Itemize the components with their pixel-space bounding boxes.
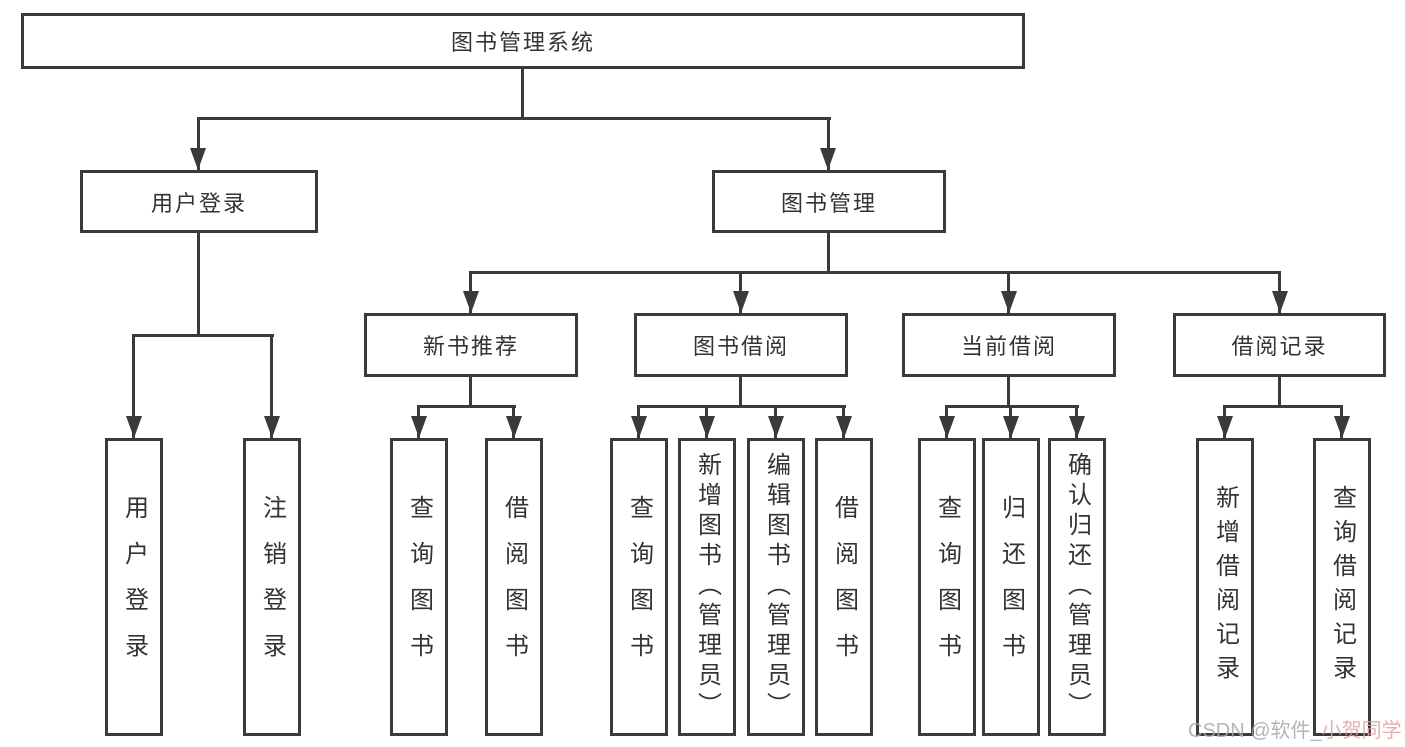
leaf-label: 新增图书（管理员） (693, 452, 721, 722)
watermark: CSDN @软件_小贺同学 (1188, 714, 1402, 743)
arrow-down-icon (768, 416, 784, 438)
leaf-label: 编辑图书（管理员） (762, 452, 790, 722)
arrow-down-icon (1001, 291, 1017, 313)
connector-line (1007, 377, 1010, 408)
leaf-user-login: 用户登录 (105, 438, 163, 736)
leaf-label: 查询图书 (405, 495, 433, 679)
arrow-down-icon (836, 416, 852, 438)
leaf-query-books: 查询图书 (918, 438, 976, 736)
node-borrowing-records: 借阅记录 (1173, 313, 1386, 377)
leaf-label: 用户登录 (120, 495, 148, 679)
node-label: 图书借阅 (692, 334, 789, 359)
connector-line (197, 233, 200, 337)
connector-line (132, 334, 135, 438)
leaf-add-borrow-record: 新增借阅记录 (1196, 438, 1254, 736)
leaf-label: 查询图书 (625, 495, 653, 679)
arrow-down-icon (1003, 416, 1019, 438)
node-label: 借阅记录 (1231, 334, 1328, 359)
connector-line (827, 233, 830, 274)
node-current-borrowing: 当前借阅 (902, 313, 1116, 377)
arrow-down-icon (190, 148, 206, 170)
node-label: 用户登录 (150, 190, 247, 216)
arrow-down-icon (1334, 416, 1350, 438)
node-new-book-recommendation: 新书推荐 (364, 313, 578, 377)
arrow-down-icon (1272, 291, 1288, 313)
leaf-label: 新增借阅记录 (1211, 485, 1239, 689)
node-book-borrowing: 图书借阅 (634, 313, 848, 377)
leaf-label: 查询图书 (933, 495, 961, 679)
connector-line (946, 405, 1079, 408)
arrow-down-icon (506, 416, 522, 438)
leaf-label: 借阅图书 (830, 495, 858, 679)
leaf-borrow-books: 借阅图书 (485, 438, 543, 736)
connector-line (739, 377, 742, 408)
leaf-query-books: 查询图书 (610, 438, 668, 736)
connector-line (638, 405, 846, 408)
leaf-query-borrow-record: 查询借阅记录 (1313, 438, 1371, 736)
arrow-down-icon (699, 416, 715, 438)
arrow-down-icon (631, 416, 647, 438)
leaf-add-books-admin: 新增图书（管理员） (678, 438, 736, 736)
connector-line (418, 405, 516, 408)
node-label: 新书推荐 (422, 334, 519, 359)
connector-line (270, 334, 273, 438)
connector-line (133, 334, 274, 337)
node-label: 当前借阅 (960, 334, 1057, 359)
leaf-logout: 注销登录 (243, 438, 301, 736)
leaf-label: 确认归还（管理员） (1063, 452, 1091, 722)
arrow-down-icon (939, 416, 955, 438)
node-user-login: 用户登录 (80, 170, 318, 233)
leaf-borrow-books: 借阅图书 (815, 438, 873, 736)
arrow-down-icon (1217, 416, 1233, 438)
watermark-text: CSDN @软件_ (1188, 720, 1322, 742)
connector-line (521, 69, 524, 118)
leaf-label: 注销登录 (258, 495, 286, 679)
node-label: 图书管理系统 (450, 30, 595, 55)
connector-line (469, 377, 472, 408)
connector-line (1278, 377, 1281, 408)
arrow-down-icon (411, 416, 427, 438)
connector-line (197, 117, 200, 170)
arrow-down-icon (126, 416, 142, 438)
leaf-edit-books-admin: 编辑图书（管理员） (747, 438, 805, 736)
connector-line (1224, 405, 1343, 408)
node-book-management: 图书管理 (712, 170, 946, 233)
leaf-label: 归还图书 (997, 495, 1025, 679)
connector-line (827, 117, 830, 170)
arrow-down-icon (820, 148, 836, 170)
watermark-accent-text: 小贺同学 (1321, 720, 1402, 742)
arrow-down-icon (264, 416, 280, 438)
arrow-down-icon (1069, 416, 1085, 438)
connector-line (197, 117, 831, 120)
node-library-management-system: 图书管理系统 (21, 13, 1025, 69)
arrow-down-icon (733, 291, 749, 313)
leaf-confirm-return-admin: 确认归还（管理员） (1048, 438, 1106, 736)
leaf-label: 借阅图书 (500, 495, 528, 679)
leaf-return-books: 归还图书 (982, 438, 1040, 736)
leaf-label: 查询借阅记录 (1328, 485, 1356, 689)
connector-line (470, 271, 1281, 274)
node-label: 图书管理 (780, 190, 877, 216)
arrow-down-icon (463, 291, 479, 313)
leaf-query-books: 查询图书 (390, 438, 448, 736)
